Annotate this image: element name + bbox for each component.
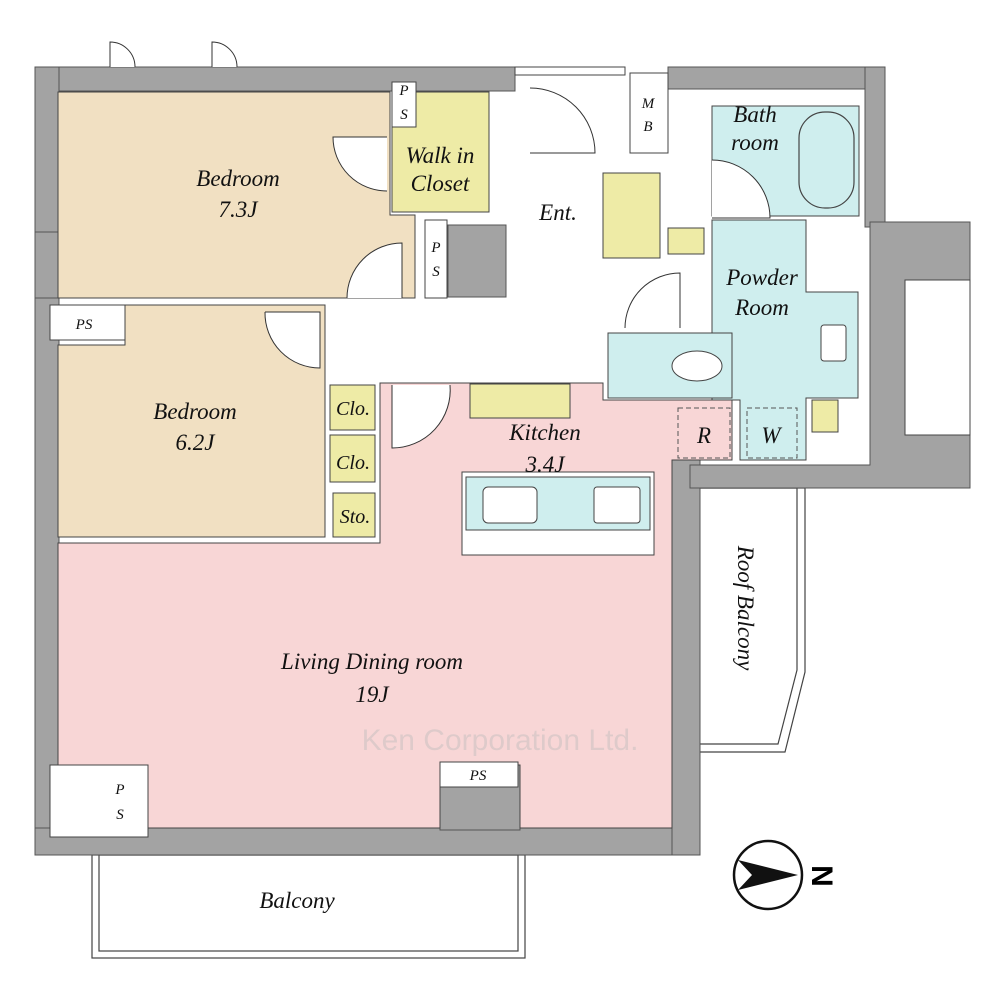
ps-label-p: P xyxy=(114,782,124,798)
storage-label: Sto. xyxy=(340,506,371,528)
north-arrow-icon xyxy=(738,860,798,890)
ps-space-bottom xyxy=(439,761,519,788)
refrigerator-label: R xyxy=(696,423,711,448)
powder-label-2: Room xyxy=(734,295,789,320)
kitchen-cabinet xyxy=(469,383,571,419)
small-cabinet-2 xyxy=(811,399,839,433)
balcony-label: Balcony xyxy=(259,888,335,913)
kitchen-size: 3.4J xyxy=(525,452,567,477)
ps-label: PS xyxy=(469,768,487,784)
small-cabinet xyxy=(667,227,705,255)
closet-2 xyxy=(329,434,376,483)
watermark: Ken Corporation Ltd. xyxy=(362,724,639,757)
bathtub xyxy=(798,111,855,209)
roof-balcony-label: Roof Balcony xyxy=(733,545,758,671)
ps-label-p: P xyxy=(430,240,440,256)
storage xyxy=(332,492,376,538)
bath-label-2: room xyxy=(731,130,779,155)
walk-in-closet-label-1: Walk in xyxy=(406,143,475,168)
ps-label-s: S xyxy=(400,107,408,123)
closet-1-label: Clo. xyxy=(336,398,370,420)
bedroom-2-name: Bedroom xyxy=(153,399,236,424)
bedroom-1 xyxy=(57,91,416,299)
shoe-cabinet xyxy=(602,172,661,259)
bedroom-2 xyxy=(57,304,326,538)
ps-label-s: S xyxy=(432,264,440,280)
sink xyxy=(482,486,538,524)
washer-space xyxy=(746,407,798,459)
ps-label-p: P xyxy=(398,83,408,99)
washbasin xyxy=(820,324,847,362)
meter-box xyxy=(629,72,669,154)
mb-label-b: B xyxy=(643,119,652,135)
ps-space-bottom-left xyxy=(49,764,149,838)
powder-label-1: Powder xyxy=(725,265,799,290)
kitchen-name: Kitchen xyxy=(508,420,581,445)
toilet xyxy=(671,350,723,382)
ps-label-s: S xyxy=(116,807,124,823)
doors xyxy=(109,41,771,449)
bedroom-2-size: 6.2J xyxy=(176,430,217,455)
compass: N xyxy=(732,839,838,911)
stove xyxy=(593,486,641,524)
pipe-space-1 xyxy=(391,81,417,128)
mb-label-m: M xyxy=(641,96,656,112)
bedroom-1-size: 7.3J xyxy=(219,197,260,222)
living-size: 19J xyxy=(355,682,390,707)
powder-room xyxy=(711,219,859,461)
pipe-space-2 xyxy=(424,219,448,299)
entrance-label: Ent. xyxy=(538,200,577,225)
bath-label-1: Bath xyxy=(733,102,776,127)
north-label: N xyxy=(805,865,838,887)
closet-2-label: Clo. xyxy=(336,452,370,474)
living-name: Living Dining room xyxy=(280,649,463,674)
washer-label: W xyxy=(761,423,782,448)
refrigerator-space xyxy=(677,407,731,459)
ps-label: PS xyxy=(75,317,93,333)
ps-space-left xyxy=(49,304,126,341)
closet-1 xyxy=(329,384,376,431)
walk-in-closet-label-2: Closet xyxy=(411,171,470,196)
bedroom-1-name: Bedroom xyxy=(196,166,279,191)
